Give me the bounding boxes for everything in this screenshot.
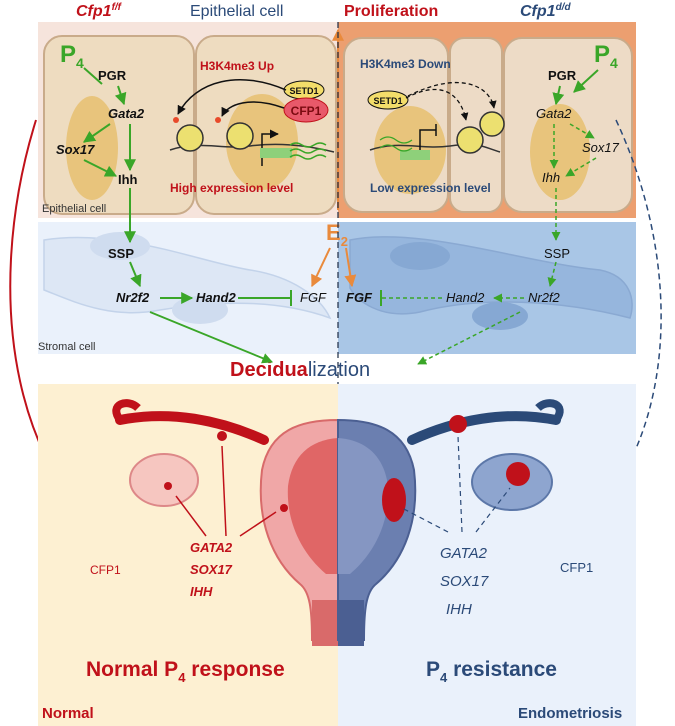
arrow-e2-left-fgf: [311, 247, 331, 288]
low-expression: Low expression level: [370, 181, 491, 195]
setd1-right: [367, 90, 409, 110]
right-gene-box: [400, 150, 430, 160]
arrow-sox17-ihh: [83, 159, 118, 177]
right-p4: P4: [594, 41, 618, 71]
lesion-right-ovary: [506, 462, 530, 486]
left-transcripts: [289, 142, 327, 160]
endometriosis-label: Endometriosis: [518, 705, 622, 722]
p4-resistance: P4 resistance: [426, 658, 557, 685]
fimbria-left: [112, 399, 141, 423]
left-ssp: SSP: [108, 246, 134, 261]
cfp1-left-label: CFP1: [291, 104, 322, 118]
bottom-right-gene-2: SOX17: [440, 573, 489, 590]
fimbria-right: [535, 399, 564, 423]
bottom-left-gene-1: GATA2: [190, 540, 233, 555]
h3k4me3-down: H3K4me3 Down: [360, 57, 451, 71]
left-pgr: PGR: [98, 68, 127, 83]
setd1-right-label: SETD1: [373, 96, 402, 106]
bottom-right-gene-3: IHH: [446, 601, 472, 618]
left-genotype: Cfp1f/f: [76, 2, 123, 20]
left-nucleosome-1: [176, 124, 204, 152]
left-nr2f2: Nr2f2: [116, 290, 150, 305]
arrow-setd1-right-1: [405, 88, 469, 121]
cervix-left: [312, 600, 338, 646]
proliferation-heading: Proliferation: [344, 3, 438, 20]
arrow-right-gata2-sox17: [569, 123, 595, 139]
bottom-right-gene-1: GATA2: [440, 545, 488, 562]
arrow-pgr-gata2: [114, 85, 127, 106]
arrow-gata2-sox17: [83, 123, 111, 143]
right-nr2f2: Nr2f2: [528, 290, 561, 305]
right-nucleosome-1: [456, 126, 484, 154]
h3k4me3-up: H3K4me3 Up: [200, 59, 274, 73]
estrogen: E2: [326, 220, 348, 249]
fallopian-tube-right: [407, 411, 561, 445]
inhibit-right-tube: [457, 435, 463, 533]
inhibit-gata2-tube: [221, 445, 227, 537]
left-sox17: Sox17: [56, 142, 95, 157]
bottom-right-cfp1: CFP1: [560, 560, 593, 575]
left-mark-2: [215, 117, 221, 123]
right-stromal-nucleus-1: [390, 242, 450, 270]
arrow-setd1-nuc1: [177, 79, 287, 115]
arrow-right-sox17-ihh: [565, 157, 597, 177]
arrow-e2-right-fgf: [344, 247, 357, 288]
uterine-cavity-left: [287, 438, 338, 574]
arrow-ssp-nr2f2: [129, 261, 142, 288]
stromal-cell-label: Stromal cell: [38, 341, 95, 353]
left-fgf: FGF: [300, 290, 327, 305]
right-ssp: SSP: [544, 246, 570, 261]
fallopian-tube-left: [115, 411, 269, 445]
right-stromal-nucleus-2: [472, 302, 528, 330]
epithelial-cell-heading: Epithelial cell: [190, 3, 283, 20]
right-sox17: Sox17: [582, 140, 620, 155]
inhibit-gata2-ovary: [175, 495, 207, 537]
lesion-left-1: [217, 431, 227, 441]
decidualization: Decidualization: [230, 359, 370, 381]
arrow-cfp1-nuc2: [221, 101, 285, 117]
arrow-p4-pgr: [83, 67, 103, 85]
lesion-left-2: [164, 482, 172, 490]
arrow-right-nr2f2-decidualization: [417, 311, 521, 365]
left-ihh: Ihh: [118, 172, 138, 187]
bottom-left-gene-3: IHH: [190, 584, 213, 599]
setd1-left-label: SETD1: [289, 86, 318, 96]
right-fgf: FGF: [346, 290, 373, 305]
uterine-cavity-right: [338, 438, 389, 574]
cfp1-left: [283, 97, 329, 123]
right-genotype: Cfp1d/d: [520, 2, 571, 20]
cervix-right: [338, 600, 364, 646]
left-p4: P4: [60, 41, 84, 71]
bottom-left-gene-2: SOX17: [190, 562, 233, 577]
lesion-left-3: [280, 504, 288, 512]
right-transcripts: [379, 136, 413, 152]
arrow-right-pgr-gata2: [552, 85, 565, 106]
arrow-nr2f2-decidualization: [149, 311, 273, 364]
high-expression: High expression level: [170, 181, 293, 195]
right-nucleosome-2: [479, 111, 505, 137]
bottom-left-cfp1: CFP1: [90, 563, 121, 577]
left-hand2: Hand2: [196, 290, 237, 305]
left-nucleosome-2: [226, 122, 254, 150]
right-ihh: Ihh: [542, 170, 560, 185]
lesion-right-uterus: [382, 478, 406, 522]
epithelial-cell-label: Epithelial cell: [42, 203, 106, 215]
inhibit-right-ovary: [475, 487, 511, 533]
left-gata2: Gata2: [108, 106, 145, 121]
lesion-right-tube: [449, 415, 467, 433]
normal-label: Normal: [42, 705, 94, 722]
inhibit-gata2-uterus: [239, 511, 277, 537]
left-mark-1: [173, 117, 179, 123]
right-pgr: PGR: [548, 68, 577, 83]
right-gata2: Gata2: [536, 106, 572, 121]
normal-p4-response: Normal P4 response: [86, 658, 285, 685]
left-gene-box: [260, 148, 292, 158]
arrow-right-p4-pgr: [573, 69, 599, 93]
ovary-left: [129, 453, 199, 507]
right-hand2: Hand2: [446, 290, 485, 305]
arrow-setd1-right-2: [407, 81, 497, 109]
